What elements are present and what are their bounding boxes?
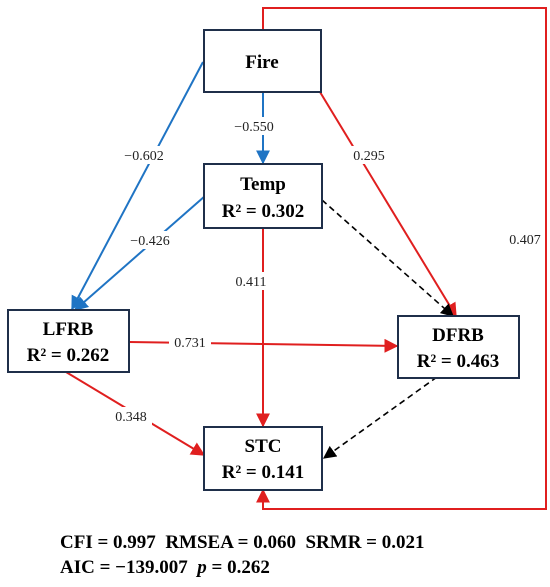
coef-lfrb-dfrb: 0.731 [174, 336, 206, 351]
node-dfrb-r2: R² = 0.463 [417, 351, 500, 372]
node-stc: STC R² = 0.141 [203, 426, 323, 491]
fit-indices-line2: AIC = −139.007 p = 0.262 [60, 557, 270, 579]
node-fire: Fire [203, 29, 322, 93]
fit-rmsea: RMSEA = 0.060 [165, 532, 296, 553]
edge-temp-lfrb [73, 195, 206, 311]
coef-temp-stc: 0.411 [236, 275, 267, 290]
node-lfrb-title: LFRB [43, 319, 94, 340]
coef-fire-lfrb: −0.602 [124, 149, 163, 164]
node-lfrb: LFRB R² = 0.262 [7, 309, 130, 373]
fit-p-value: = 0.262 [206, 557, 270, 578]
coef-fire-dfrb: 0.295 [353, 149, 385, 164]
edge-fire-stc [256, 7, 547, 510]
node-temp: Temp R² = 0.302 [203, 163, 323, 229]
node-dfrb: DFRB R² = 0.463 [397, 315, 520, 379]
fit-aic: AIC = −139.007 [60, 557, 188, 578]
node-lfrb-r2: R² = 0.262 [27, 345, 110, 366]
edge-temp-dfrb [321, 199, 454, 317]
fit-srmr: SRMR = 0.021 [305, 532, 425, 553]
coef-lfrb-stc: 0.348 [115, 410, 147, 425]
path-diagram: −0.550 −0.602 0.295 0.407 −0.426 0.411 0… [7, 7, 547, 510]
node-temp-r2: R² = 0.302 [222, 201, 305, 222]
node-stc-r2: R² = 0.141 [222, 462, 305, 483]
node-fire-title: Fire [245, 52, 278, 73]
node-stc-title: STC [245, 436, 282, 457]
fit-indices-line1: CFI = 0.997 RMSEA = 0.060 SRMR = 0.021 [60, 532, 425, 554]
edge-dfrb-stc [322, 376, 438, 459]
coef-temp-lfrb: −0.426 [130, 234, 169, 249]
edge-fire-lfrb [71, 61, 204, 311]
node-temp-title: Temp [240, 174, 286, 195]
coef-fire-stc: 0.407 [509, 233, 541, 248]
coef-fire-temp: −0.550 [234, 120, 273, 135]
fit-p-label: p [197, 557, 207, 578]
node-dfrb-title: DFRB [432, 325, 484, 346]
fit-cfi: CFI = 0.997 [60, 532, 156, 553]
edge-fire-dfrb [319, 91, 457, 318]
